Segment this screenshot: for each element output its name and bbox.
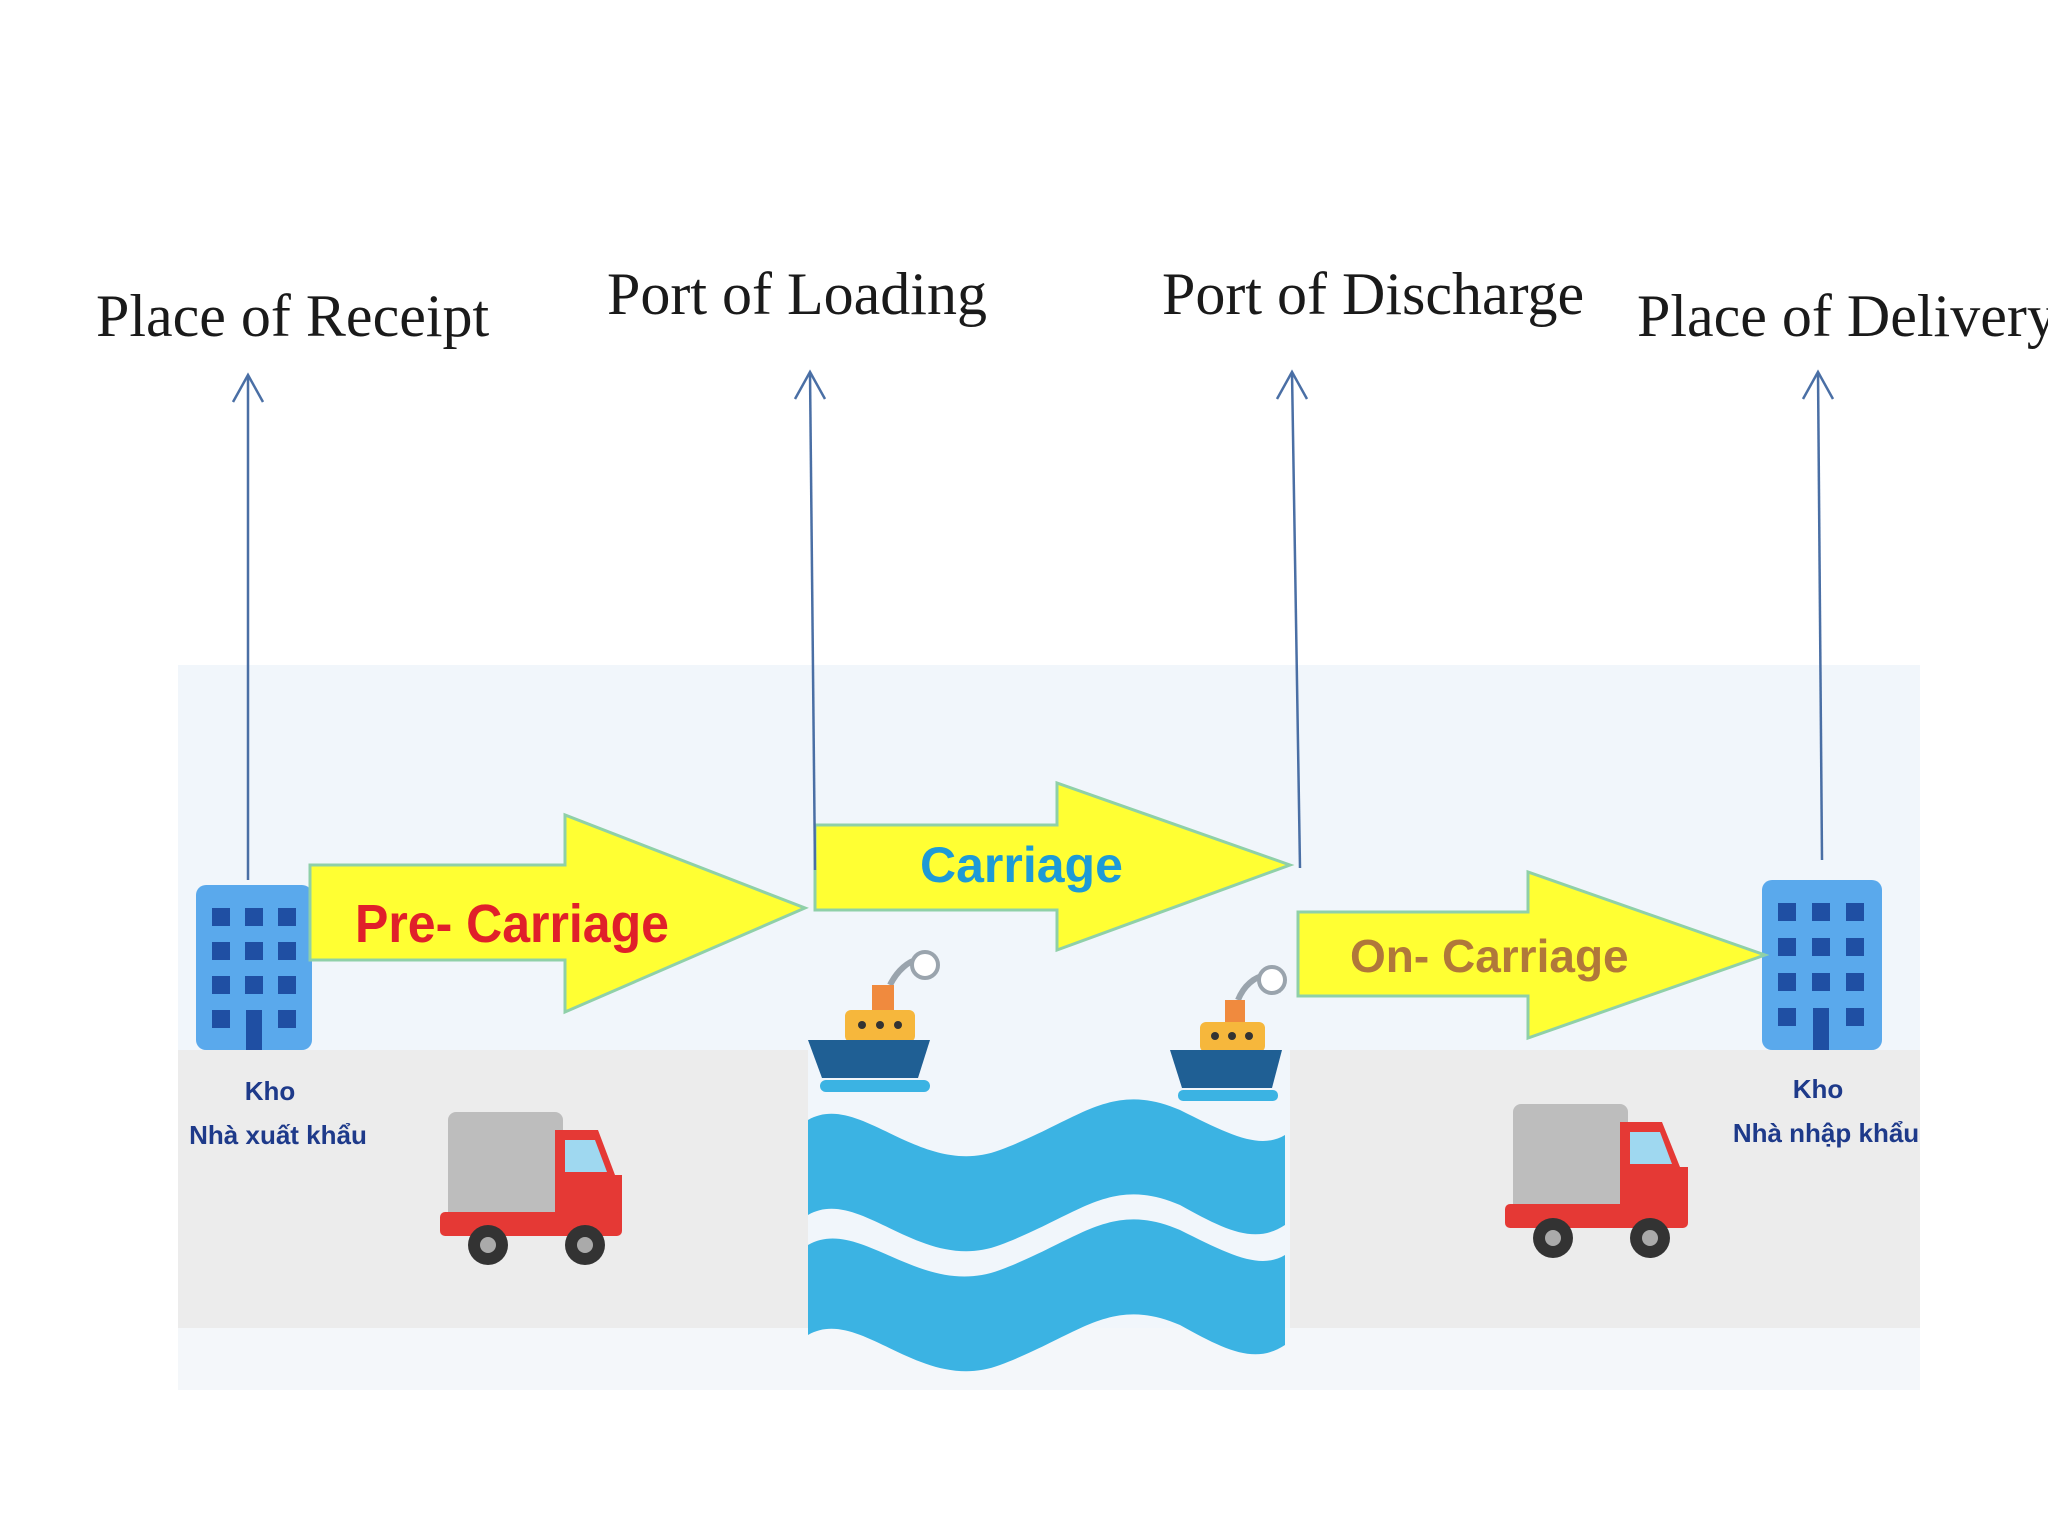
pointer-place-of-receipt xyxy=(231,372,265,880)
importer-warehouse-label: Kho xyxy=(1793,1074,1844,1104)
label-place-of-delivery: Place of Delivery xyxy=(1637,283,2048,349)
exporter-warehouse-owner: Nhà xuất khẩu xyxy=(189,1120,367,1150)
importer-warehouse-icon xyxy=(1762,880,1882,1050)
importer-warehouse-owner: Nhà nhập khẩu xyxy=(1733,1118,1919,1148)
label-place-of-receipt: Place of Receipt xyxy=(96,283,489,349)
label-port-of-loading: Port of Loading xyxy=(607,261,987,327)
exporter-warehouse-label: Kho xyxy=(245,1076,296,1106)
pointer-port-of-loading xyxy=(793,369,827,871)
label-port-of-discharge: Port of Discharge xyxy=(1162,261,1584,327)
on-carriage-arrow: On- Carriage xyxy=(1296,869,1770,1041)
ship-discharge-icon xyxy=(1170,965,1287,1101)
pointer-port-of-discharge xyxy=(1275,369,1309,869)
exporter-warehouse-icon xyxy=(196,885,312,1050)
ship-loading-icon xyxy=(808,950,940,1092)
pre-carriage-arrow: Pre- Carriage xyxy=(308,812,809,1015)
carriage-arrow: Carriage xyxy=(813,780,1295,953)
pre-carriage-label: Pre- Carriage xyxy=(355,894,669,954)
carriage-label: Carriage xyxy=(920,837,1123,893)
on-carriage-label: On- Carriage xyxy=(1350,930,1629,982)
truck-left-icon xyxy=(440,1112,622,1265)
sea-waves xyxy=(808,1099,1285,1372)
truck-right-icon xyxy=(1505,1104,1688,1258)
pointer-place-of-delivery xyxy=(1801,369,1835,861)
